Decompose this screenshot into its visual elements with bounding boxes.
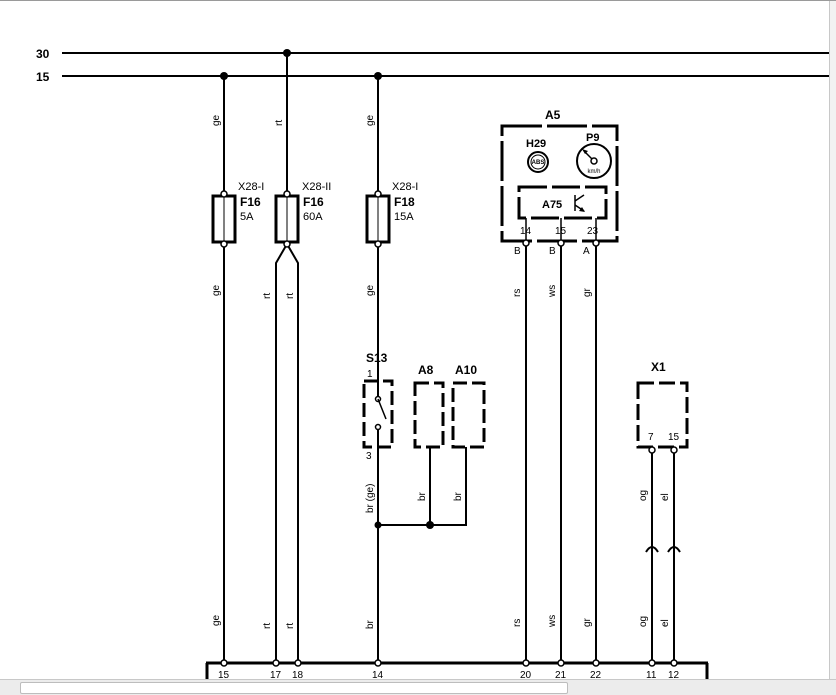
wire-rt-f16-60a — [275, 53, 299, 663]
p9-unit: km/h — [587, 169, 600, 175]
horizontal-scrollbar[interactable] — [0, 679, 836, 695]
s13-pin-bottom: 3 — [366, 451, 372, 462]
a75-module: A75 — [517, 185, 608, 220]
wire-label-rt: rt — [262, 293, 273, 299]
connector-pin: 15 — [218, 670, 230, 681]
abs-badge: ABS — [532, 160, 545, 166]
a5-pin: 14 — [520, 226, 532, 237]
wire-label-el: el — [660, 619, 671, 627]
h29-name: H29 — [526, 138, 546, 150]
fuse-f18-15a: X28-I F18 15A — [365, 181, 418, 248]
a5-pin-letter: B — [549, 246, 556, 257]
pin-terminal — [557, 239, 565, 247]
bus-15-label: 15 — [36, 70, 50, 84]
wire-label-ws: ws — [547, 615, 558, 628]
fuse-connector-label: X28-I — [392, 181, 418, 193]
connector-pin: 21 — [555, 670, 567, 681]
a8-name: A8 — [418, 363, 434, 377]
x1-pin: 15 — [668, 432, 680, 443]
bus-30: 30 — [36, 47, 830, 61]
a5-pin-letter: A — [583, 246, 590, 257]
connector-terminals — [220, 659, 678, 667]
fuse-f16-60a: X28-II F16 60A — [274, 181, 331, 248]
junction-dot — [426, 521, 434, 529]
pin-terminal — [670, 446, 678, 454]
a5-pin: 15 — [555, 226, 567, 237]
horizontal-scrollbar-thumb[interactable] — [20, 682, 568, 694]
connector-pin: 12 — [668, 670, 680, 681]
wire-label-rt: rt — [285, 623, 296, 629]
fuse-rating: 5A — [240, 211, 254, 223]
a5-pin-letter: B — [514, 246, 521, 257]
wires-a5 — [525, 243, 597, 663]
wire-label-br: br — [417, 491, 428, 501]
component-a10: A10 — [378, 363, 486, 526]
component-a8: A8 — [413, 363, 445, 525]
wire-label-ge: ge — [211, 284, 222, 296]
bus-15: 15 — [36, 70, 830, 84]
h29-indicator: H29 ABS — [526, 138, 549, 173]
connector-pin: 20 — [520, 670, 532, 681]
vertical-scrollbar[interactable] — [829, 1, 836, 681]
p9-name: P9 — [586, 132, 599, 144]
s13-name: S13 — [366, 351, 388, 365]
component-x1: X1 7 15 — [636, 360, 689, 449]
a5-name: A5 — [545, 108, 561, 122]
bottom-connector: 15 17 18 14 20 21 22 11 12 — [205, 659, 709, 685]
fuse-name: F16 — [303, 195, 324, 209]
wire-label-br-ge: br (ge) — [365, 484, 376, 513]
component-a5: A5 H29 ABS P9 km/h A75 — [500, 108, 619, 257]
connector-pin: 22 — [590, 670, 602, 681]
wires-x1 — [645, 450, 681, 663]
a5-pin: 23 — [587, 226, 599, 237]
wire-label-ws: ws — [547, 285, 558, 298]
fuse-connector-label: X28-II — [302, 181, 331, 193]
x1-name: X1 — [651, 360, 666, 374]
wire-label-el: el — [660, 493, 671, 501]
fuse-rating: 60A — [303, 211, 323, 223]
a10-name: A10 — [455, 363, 477, 377]
wire-label-gr: gr — [582, 617, 593, 627]
fuse-f16-5a: X28-I F16 5A — [211, 181, 264, 248]
switch-s13: S13 1 3 — [362, 351, 394, 462]
fuse-name: F18 — [394, 195, 415, 209]
wire-label-br: br — [453, 491, 464, 501]
wire-label-og: og — [638, 616, 649, 627]
a75-name: A75 — [542, 199, 562, 211]
pin-terminal — [522, 239, 530, 247]
fuse-rating: 15A — [394, 211, 414, 223]
wire-label-rt: rt — [262, 623, 273, 629]
wire-label-rs: rs — [512, 289, 523, 297]
p9-speedometer: P9 km/h — [576, 132, 612, 179]
connector-pin: 11 — [646, 670, 657, 681]
fuse-connector-label: X28-I — [238, 181, 264, 193]
x1-pin: 7 — [648, 432, 654, 443]
s13-pin-top: 1 — [367, 369, 373, 380]
wire-label-br: br — [365, 619, 376, 629]
connector-pin: 17 — [270, 670, 282, 681]
pin-terminal — [648, 446, 656, 454]
connector-pin: 14 — [372, 670, 384, 681]
wire-label-rt: rt — [285, 293, 296, 299]
wire-label-rt: rt — [274, 120, 285, 126]
wire-label-ge: ge — [365, 114, 376, 126]
bus-30-label: 30 — [36, 47, 50, 61]
wire-label-ge: ge — [365, 284, 376, 296]
wire-label-gr: gr — [582, 287, 593, 297]
wire-label-rs: rs — [512, 619, 523, 627]
junction-dot — [374, 521, 382, 529]
wire-label-og: og — [638, 490, 649, 501]
pin-terminal — [592, 239, 600, 247]
fuse-name: F16 — [240, 195, 261, 209]
connector-pin: 18 — [292, 670, 304, 681]
wire-label-ge: ge — [211, 114, 222, 126]
wire-label-ge: ge — [211, 614, 222, 626]
